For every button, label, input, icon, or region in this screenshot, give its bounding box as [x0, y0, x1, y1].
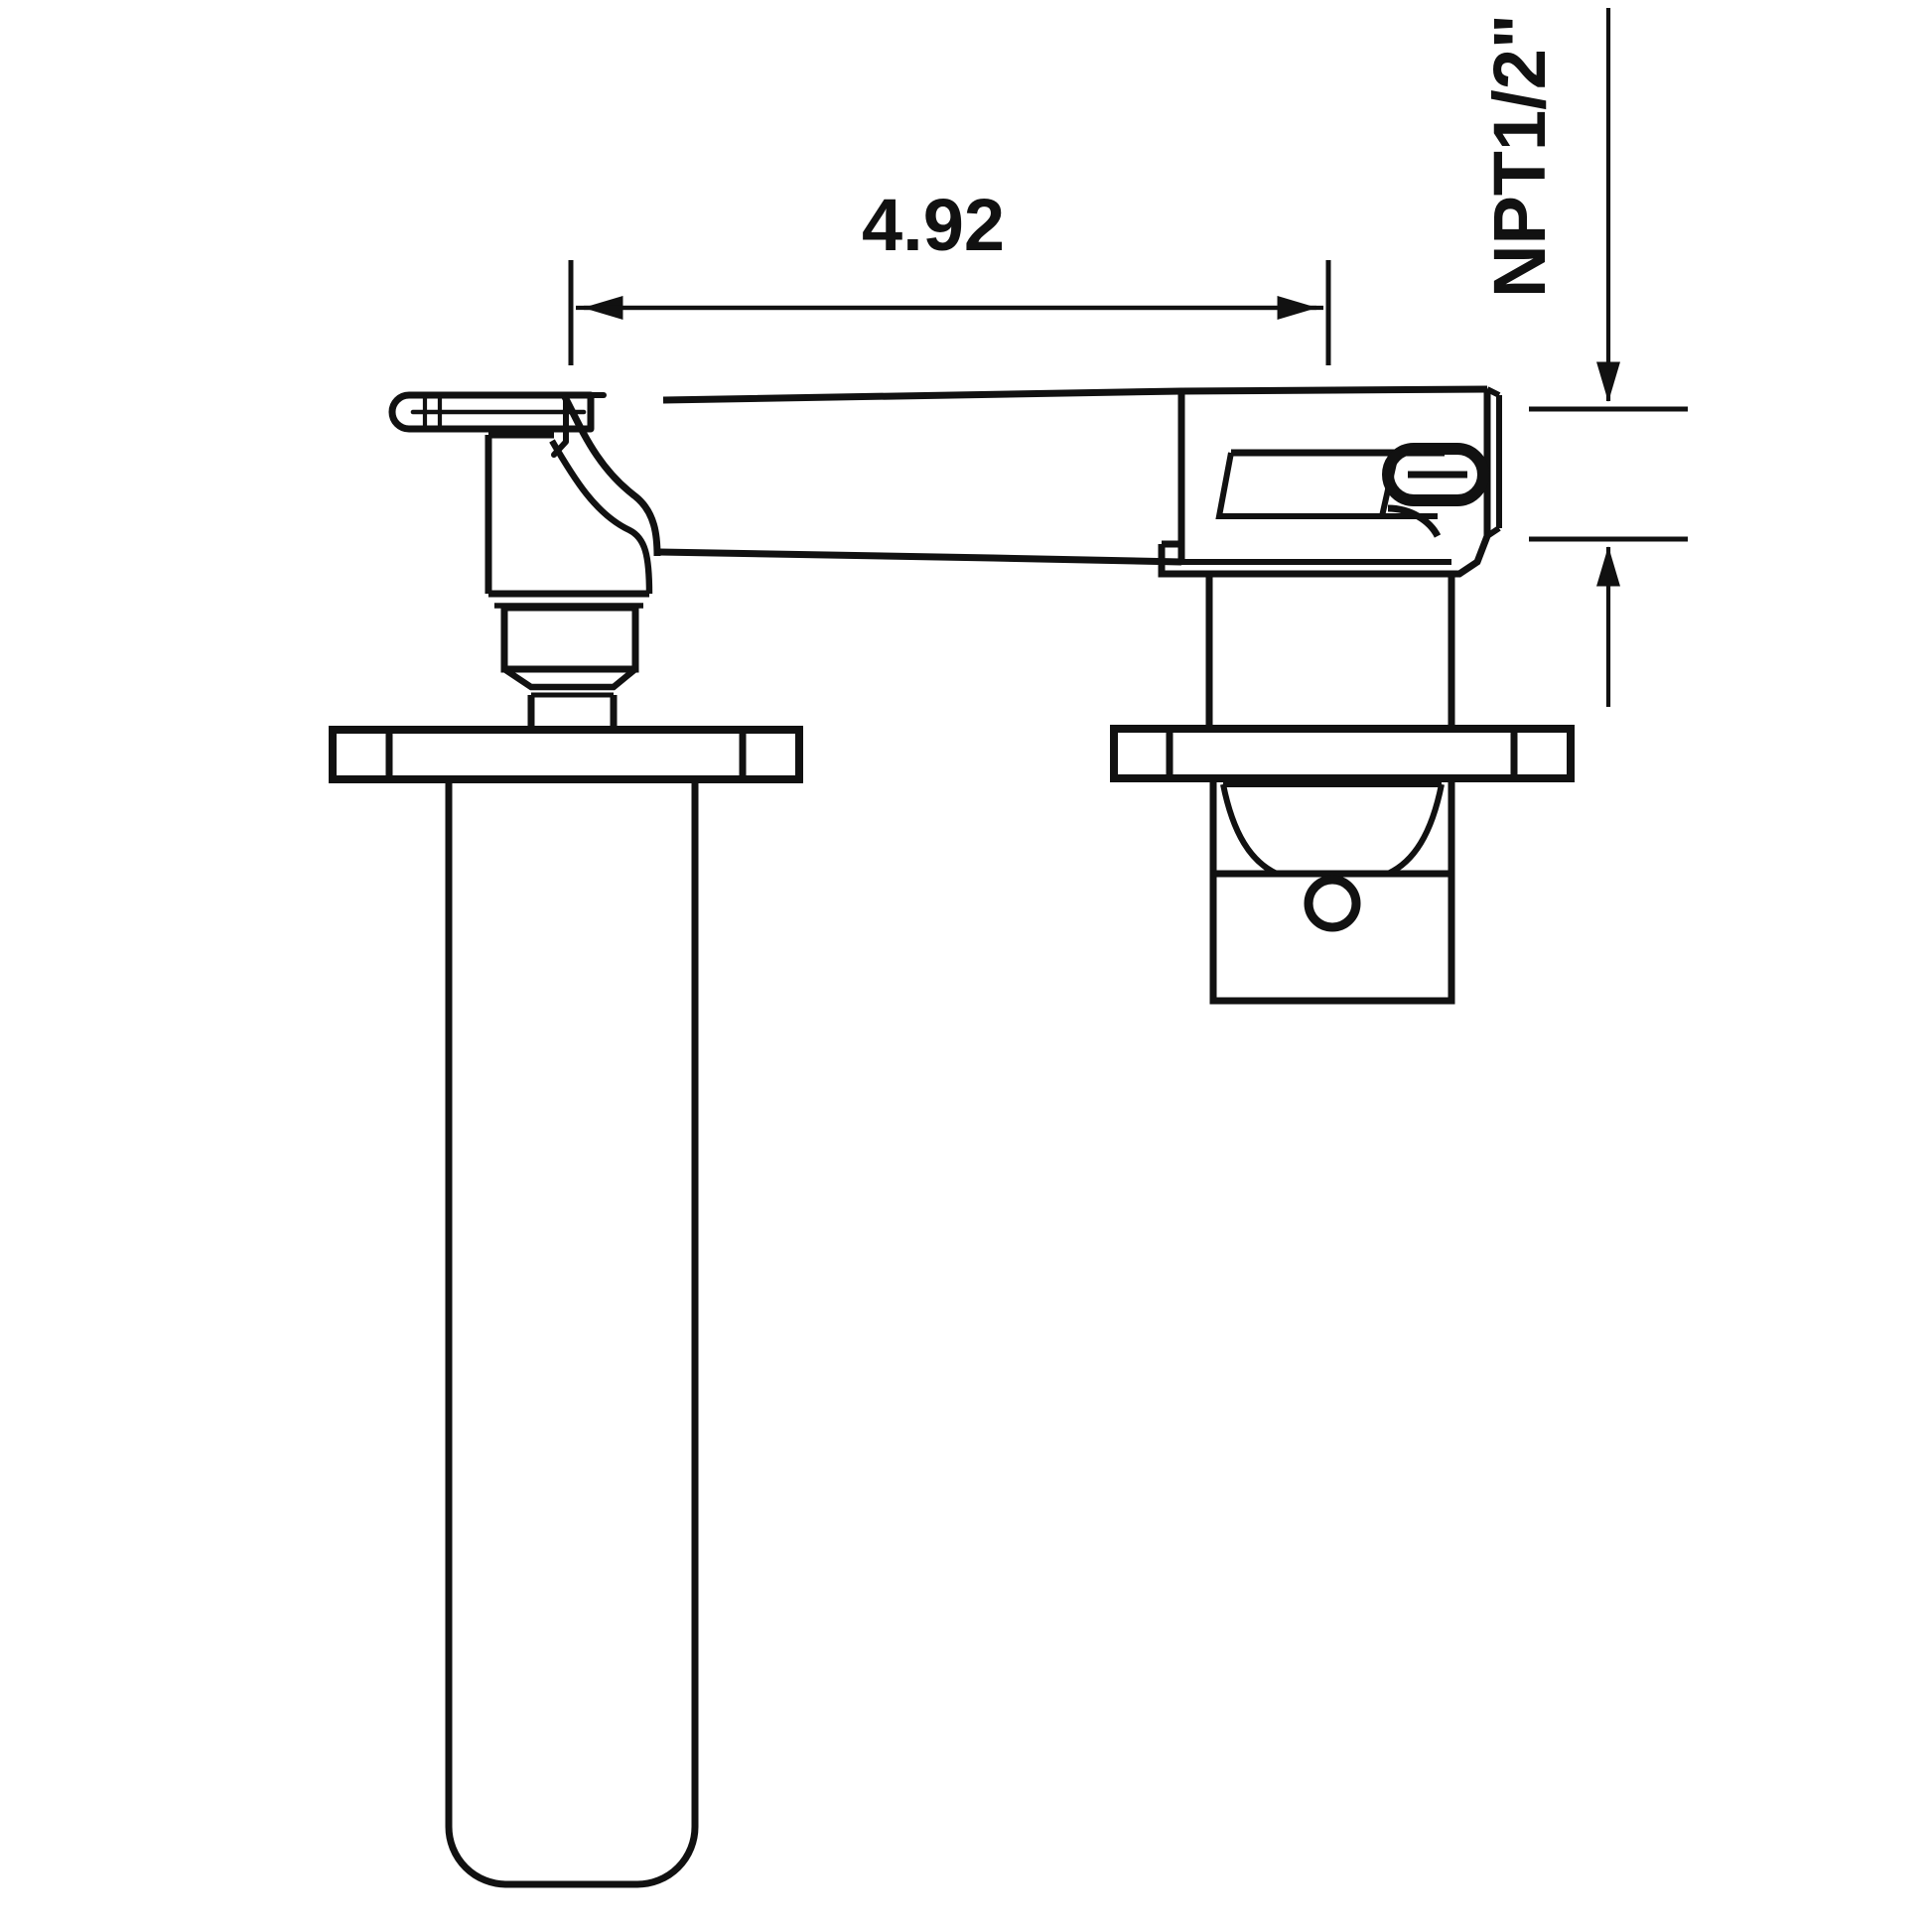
- supply-tube-outline: [445, 779, 699, 1888]
- horizontal-dimension-group: 4.92: [568, 184, 1331, 365]
- dimension-label-npt: NPT1/2": [1478, 14, 1561, 298]
- cartridge-chamfer-right: [1386, 783, 1445, 877]
- aerator-lip-curve: [1387, 504, 1442, 538]
- lower-cartridge-group: [1209, 778, 1455, 1005]
- vertical-dimension-group: NPT1/2": [1478, 8, 1688, 707]
- spout-head-group: [1158, 386, 1502, 578]
- body-right-fillet-inner: [549, 439, 653, 595]
- left-base-plate: [329, 726, 803, 783]
- lower-cartridge-outline: [1209, 778, 1455, 1005]
- left-escutcheon-group: [329, 726, 803, 783]
- cartridge-chamfer-left: [1220, 783, 1279, 877]
- spout-head-corner-top: [1485, 386, 1501, 398]
- collar-to-shank-taper: [502, 666, 638, 691]
- aerator-shelf-left-bracket: [1215, 452, 1234, 519]
- right-base-plate: [1110, 725, 1575, 782]
- body-right-fillet-outer: [560, 393, 661, 557]
- spout-shoulder-outline: [1158, 534, 1491, 578]
- cartridge-port-hole: [1304, 875, 1361, 932]
- right-escutcheon-group: [1110, 725, 1575, 782]
- spout-bottom-edge: [658, 548, 1182, 566]
- aerator-outlet-oval: [1382, 443, 1489, 506]
- dimension-label-reach: 4.92: [862, 184, 1005, 266]
- lever-handle-outline: [388, 391, 595, 433]
- spout-head-corner-bottom: [1485, 525, 1501, 539]
- valve-body-group: [1205, 574, 1455, 729]
- cartridge-body-group: [484, 393, 661, 732]
- cartridge-collar: [500, 604, 639, 673]
- supply-tube-group: [445, 779, 699, 1888]
